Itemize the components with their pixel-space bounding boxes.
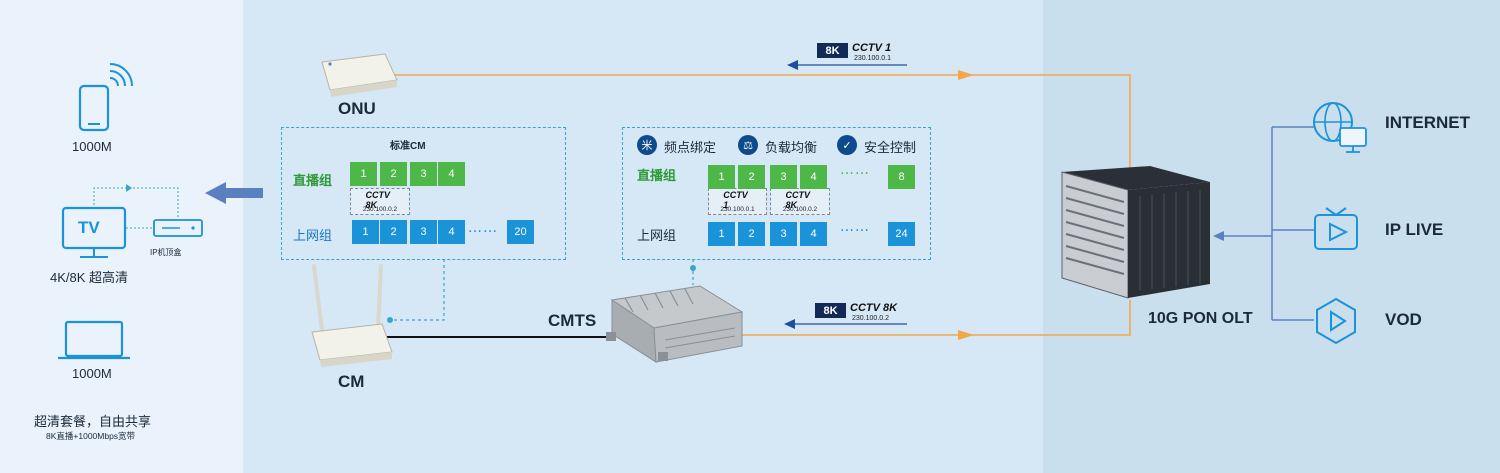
live-tv-icon xyxy=(1314,207,1358,250)
onu-label: ONU xyxy=(338,99,376,118)
cm-internet-channel: 20 xyxy=(507,220,534,244)
stream-tag-bottom: 8K CCTV 8K 230.100.0.2 xyxy=(815,302,907,328)
globe-icon xyxy=(1313,102,1367,153)
cmts-live-chip: CCTV 1 230.100.0.1 xyxy=(708,188,767,215)
tv-caption: 4K/8K 超高清 xyxy=(50,270,129,285)
balance-scale-icon: ⚖ xyxy=(738,135,758,155)
service-label-ip-live: IP LIVE xyxy=(1385,220,1444,239)
cmts-live-chip-ip: 230.100.0.1 xyxy=(720,206,755,213)
feature-label: 频点绑定 xyxy=(664,140,717,155)
set-top-box-icon xyxy=(153,219,203,237)
cmts-internet-channel: 24 xyxy=(888,222,915,246)
service-label-vod: VOD xyxy=(1385,310,1422,329)
cmts-link-dot xyxy=(690,265,696,271)
stream-badge: 8K xyxy=(817,43,848,58)
cm-live-chip: CCTV 8K 230.100.0.2 xyxy=(350,188,410,215)
cmts-panel xyxy=(622,127,931,260)
package-title: 超清套餐，自由共享 xyxy=(34,414,152,429)
cm-internet-channel: 4 xyxy=(438,220,465,244)
cmts-internet-ellipsis: …… xyxy=(840,219,870,235)
service-tree xyxy=(1271,126,1314,321)
cmts-internet-channel: 1 xyxy=(708,222,735,246)
phone-speed-label: 1000M xyxy=(72,139,112,154)
cm-live-channel: 4 xyxy=(438,162,465,186)
cmts-live-ellipsis: …… xyxy=(840,162,870,178)
cm-label: CM xyxy=(338,372,365,391)
stream-tag-top: 8K CCTV 1 230.100.0.1 xyxy=(817,42,907,68)
olt-device xyxy=(1061,166,1210,299)
cmts-internet-group-label: 上网组 xyxy=(637,228,677,243)
cm-live-channel: 1 xyxy=(350,162,377,186)
cmts-live-channel: 8 xyxy=(888,165,915,189)
stream-channel: CCTV 1 xyxy=(852,42,892,54)
stream-badge: 8K xyxy=(815,303,846,318)
cm-live-chip-logo: CCTV 8K xyxy=(365,190,391,210)
cmts-live-channel: 2 xyxy=(738,165,765,189)
cmts-live-channel: 3 xyxy=(770,165,797,189)
stream-arrow-top-head xyxy=(787,60,798,70)
tv-icon xyxy=(61,206,127,258)
cmts-label: CMTS xyxy=(548,311,597,330)
cmts-live-chip-logo: CCTV 1 xyxy=(723,190,748,210)
frequency-icon: 米 xyxy=(637,135,657,155)
stream-channel: CCTV 8K xyxy=(850,302,898,314)
stream-arrow-bottom-head xyxy=(784,319,795,329)
cm-router-device xyxy=(311,264,393,367)
cm-panel-link xyxy=(390,259,445,321)
cmts-live-chip: CCTV 8K 230.100.0.2 xyxy=(770,188,830,215)
phone-icon xyxy=(78,63,133,132)
cmts-live-chip-logo: CCTV 8K xyxy=(785,190,811,210)
feature-label: 安全控制 xyxy=(864,140,917,155)
cmts-live-group-label: 直播组 xyxy=(637,168,677,183)
cm-internet-ellipsis: …… xyxy=(468,220,498,236)
cm-internet-channel: 2 xyxy=(380,220,407,244)
fiber-line-onu xyxy=(395,74,1131,170)
cm-link-dot xyxy=(387,317,393,323)
service-label-internet: INTERNET xyxy=(1385,113,1470,132)
shield-icon: ✓ xyxy=(837,135,857,155)
cm-live-channel: 3 xyxy=(410,162,437,186)
cm-live-group-label: 直播组 xyxy=(293,173,333,188)
stream-ip: 230.100.0.1 xyxy=(854,55,891,62)
stb-tv-link xyxy=(93,187,179,218)
cm-live-channel: 2 xyxy=(380,162,407,186)
fiber-line-cmts xyxy=(735,300,1131,336)
cm-internet-channel: 1 xyxy=(352,220,379,244)
cmts-device xyxy=(606,285,744,363)
olt-label: 10G PON OLT xyxy=(1148,310,1253,327)
standard-cm-title: 标准CM xyxy=(390,141,426,152)
package-description: 8K直播+1000Mbps宽带 xyxy=(46,431,136,441)
cmts-live-channel: 1 xyxy=(708,165,735,189)
stb-tv-link-head xyxy=(126,184,132,192)
cmts-internet-channel: 2 xyxy=(738,222,765,246)
stb-label: IP机顶盒 xyxy=(150,248,182,257)
cm-internet-group-label: 上网组 xyxy=(293,228,333,243)
fiber-connector-bottom xyxy=(958,330,974,340)
olt-service-arrow-head xyxy=(1213,231,1224,241)
downlink-arrow xyxy=(205,182,263,204)
laptop-speed-label: 1000M xyxy=(72,366,112,381)
feature-label: 负载均衡 xyxy=(765,140,818,155)
stream-ip: 230.100.0.2 xyxy=(852,315,889,322)
cmts-live-chip-ip: 230.100.0.2 xyxy=(782,206,818,213)
cmts-internet-channel: 3 xyxy=(770,222,797,246)
fiber-connector-top xyxy=(958,70,974,80)
cmts-internet-channel: 4 xyxy=(800,222,827,246)
standard-cm-panel xyxy=(281,127,566,260)
cm-internet-channel: 3 xyxy=(410,220,437,244)
onu-device xyxy=(321,53,398,97)
cm-live-chip-ip: 230.100.0.2 xyxy=(362,206,398,213)
tv-icon-label: TV xyxy=(78,218,100,237)
vod-play-icon xyxy=(1316,297,1356,345)
user-zone xyxy=(0,0,243,473)
cmts-live-channel: 4 xyxy=(800,165,827,189)
laptop-icon xyxy=(58,320,130,360)
